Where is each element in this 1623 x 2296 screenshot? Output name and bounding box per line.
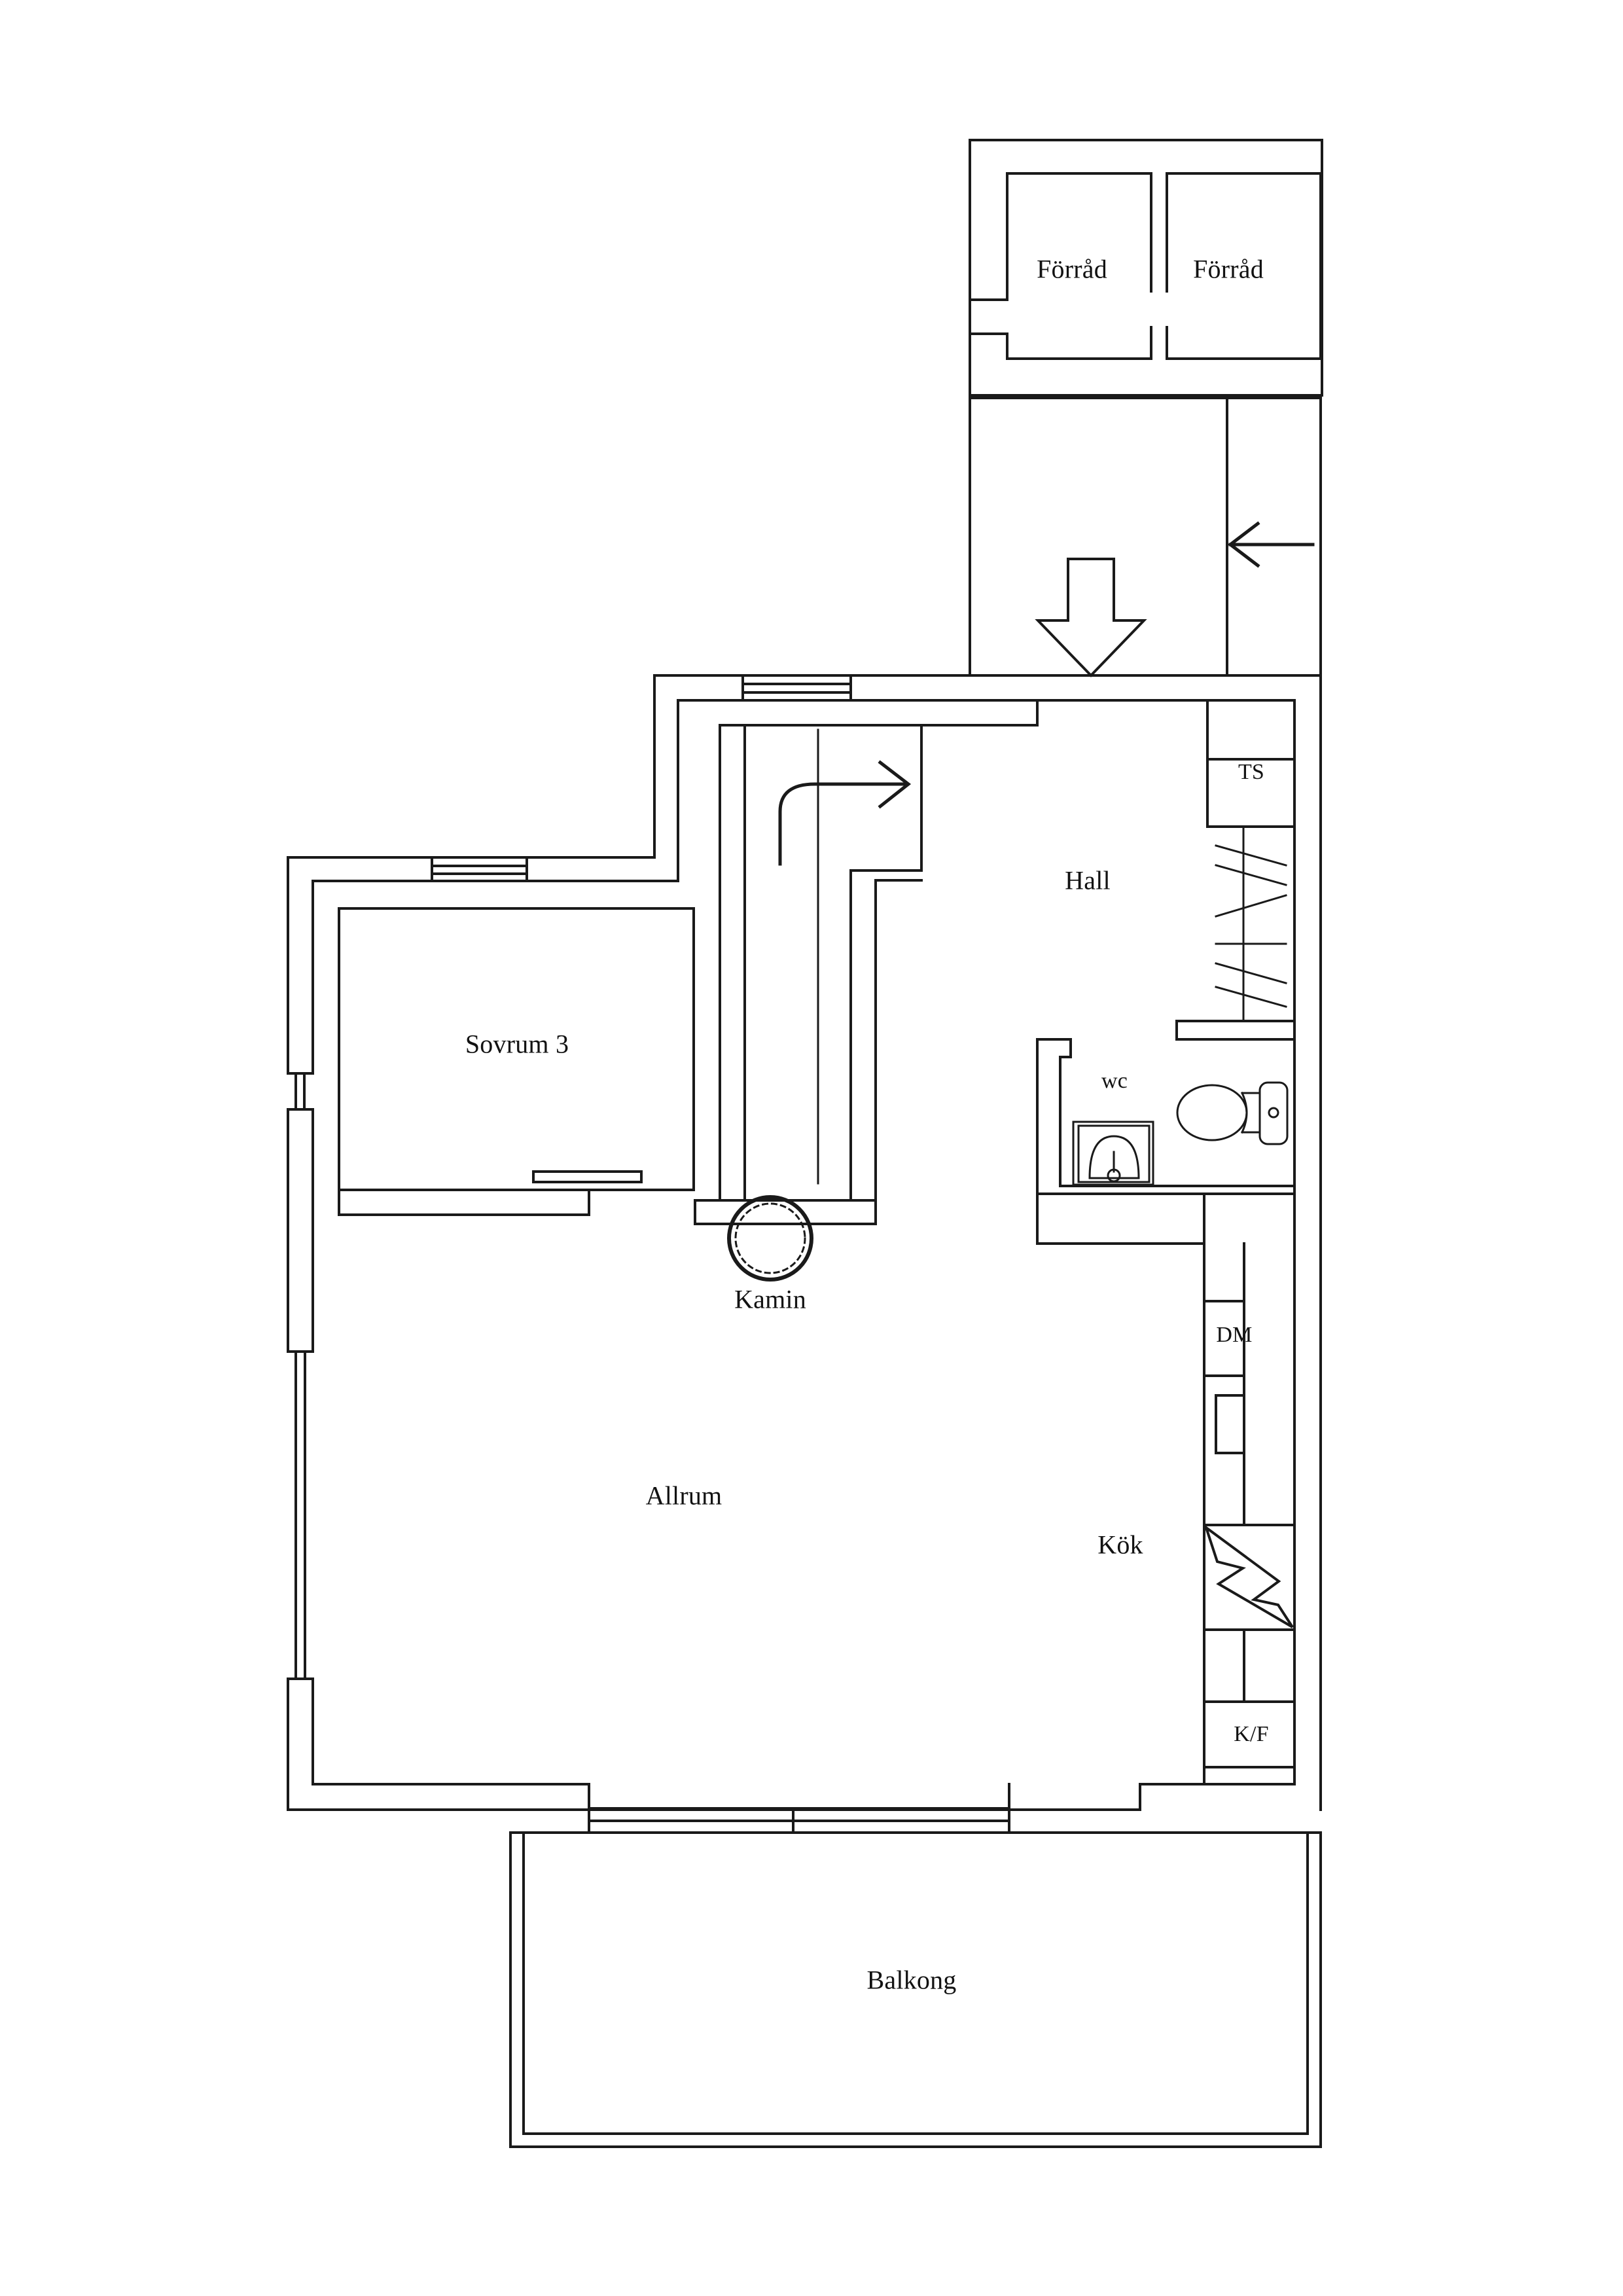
hall-partition [920, 699, 1039, 726]
room-label-forrad-left: Förråd [1037, 254, 1107, 284]
sovrum3-walls [338, 907, 695, 1216]
room-label-kok: Kök [1097, 1530, 1143, 1560]
window-sovrum3-north [431, 856, 528, 882]
entrance-arrow-left [1227, 521, 1315, 568]
room-label-allrum: Allrum [645, 1480, 722, 1511]
toilet-fixture [1176, 1081, 1289, 1145]
wardrobe-hatching [1175, 825, 1296, 1041]
apartment-inner-wall-faces [312, 699, 1296, 1785]
wc-walls [1036, 1038, 1296, 1245]
room-label-balkong: Balkong [866, 1965, 957, 1995]
kitchen-walls [1203, 1242, 1296, 1785]
washbasin-fixture [1072, 1121, 1154, 1186]
room-label-dm: DM [1216, 1323, 1253, 1347]
room-label-forrad-right: Förråd [1193, 254, 1264, 284]
circular-stove-icon [727, 1195, 813, 1282]
window-hall-north [741, 674, 852, 702]
stair-enclosure-walls [694, 724, 923, 1225]
window-allrum-west [287, 1350, 314, 1680]
room-label-hall: Hall [1065, 865, 1111, 895]
entrance-arrow-down [1035, 558, 1147, 677]
room-label-wc: wc [1101, 1069, 1128, 1093]
forrad-block [969, 139, 1323, 397]
room-label-kamin: Kamin [734, 1284, 806, 1314]
window-sovrum3-west [287, 1072, 314, 1111]
entry-vestibule [969, 394, 1322, 677]
balcony-door-south [588, 1783, 1141, 1834]
balkong-outline [509, 1831, 1322, 2148]
room-label-kf: K/F [1234, 1722, 1269, 1746]
lightning-bolt-icon [1204, 1524, 1294, 1628]
room-label-sovrum-3: Sovrum 3 [465, 1029, 569, 1059]
room-label-ts: TS [1238, 760, 1265, 784]
stair-direction-arrow [778, 760, 912, 866]
ts-closet-walls [1206, 699, 1296, 828]
